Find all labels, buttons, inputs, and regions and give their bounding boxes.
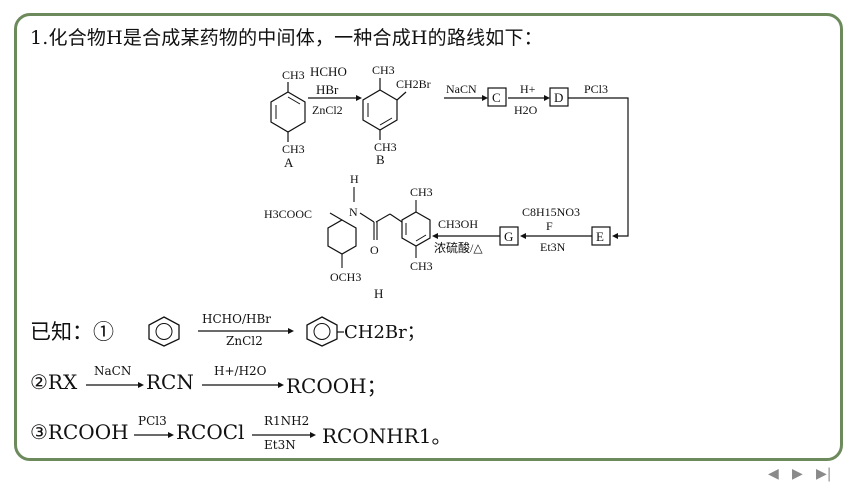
reagent-hcho: HCHO	[310, 64, 347, 79]
b-bottom-methyl: CH3	[374, 140, 397, 154]
chain-b-to-d: NaCN C H+ H2O D PCl3	[444, 82, 629, 239]
a-label: A	[284, 155, 294, 170]
h-ester-group: H3COOC	[264, 207, 312, 221]
h-carbonyl-oxygen: O	[370, 243, 379, 257]
a-bottom-methyl: CH3	[282, 142, 305, 156]
slide-navigation: ◀ ▶ ▶|	[768, 466, 838, 482]
box-d: D	[554, 90, 563, 105]
r3-reagent-2-top: R1NH2	[264, 414, 310, 428]
r1-arrow	[198, 328, 294, 334]
h-nh-hydrogen: H	[350, 172, 359, 186]
b-bromomethyl: CH2Br	[396, 77, 431, 91]
known-label: 已知：①	[30, 320, 114, 344]
r2-reactant: ②RX	[30, 370, 78, 394]
r3-reagent: PCl3	[138, 414, 167, 428]
reagent-acid-heat: 浓硫酸/△	[434, 240, 483, 255]
last-slide-button[interactable]: ▶|	[816, 466, 832, 482]
reagent-hbr: HBr	[316, 82, 339, 97]
box-g: G	[504, 229, 513, 244]
reagent-f-label: F	[546, 219, 553, 233]
r2-reagent-2: H+/H2O	[214, 364, 267, 378]
h-bottom-methyl: CH3	[410, 259, 433, 273]
r3-reagent-2-bottom: Et3N	[264, 438, 296, 452]
h-top-methyl: CH3	[410, 185, 433, 199]
r1-reagent-top: HCHO/HBr	[202, 312, 272, 326]
box-e: E	[596, 229, 604, 244]
r1-reagent-bottom: ZnCl2	[226, 334, 263, 348]
r2-reagent: NaCN	[94, 364, 132, 378]
known-reaction-3: ③RCOOH PCl3 RCOCl R1NH2 Et3N RCONHR1。	[30, 414, 630, 452]
known-reaction-1: 已知：① HCHO/HBr ZnCl2 CH2Br；	[30, 312, 590, 348]
reagent-pcl3: PCl3	[584, 82, 608, 96]
r2-product: RCOOH；	[286, 374, 387, 398]
reagent-f-formula: C8H15NO3	[522, 205, 580, 219]
benzyl-ring-icon	[306, 316, 344, 347]
compound-h: H H3COOC N OCH3 O CH3 CH3 H	[264, 172, 433, 301]
r3-reactant: ③RCOOH	[30, 420, 129, 444]
box-c: C	[492, 90, 501, 105]
a-top-methyl: CH3	[282, 68, 305, 82]
compound-b: CH3 CH2Br CH3 B	[362, 63, 431, 167]
question-frame	[14, 13, 843, 461]
r3-arrow-1	[134, 432, 174, 438]
compound-a: CH3 CH3 A	[270, 68, 306, 170]
b-top-methyl: CH3	[372, 63, 395, 77]
r2-middle: RCN	[146, 370, 194, 394]
benzene-icon	[148, 316, 180, 347]
reagents-a-to-b: HCHO HBr ZnCl2	[308, 64, 362, 117]
r1-product-group: CH2Br；	[344, 322, 425, 343]
h-nitrogen: N	[349, 205, 358, 219]
b-label: B	[376, 152, 385, 167]
h-methoxy: OCH3	[330, 270, 361, 284]
r2-arrow-2	[202, 382, 284, 388]
reagent-zncl2: ZnCl2	[312, 103, 343, 117]
previous-slide-button[interactable]: ◀	[768, 466, 779, 482]
r2-arrow-1	[86, 382, 144, 388]
question-title: 1.化合物H是合成某药物的中间体，一种合成H的路线如下：	[30, 27, 543, 49]
reagent-methanol: CH3OH	[438, 217, 478, 231]
r3-product: RCONHR1。	[322, 424, 452, 448]
chain-e-to-h: E C8H15NO3 F Et3N G CH3OH 浓硫酸/△	[432, 205, 611, 255]
known-reaction-2: ②RX NaCN RCN H+/H2O RCOOH；	[30, 364, 630, 398]
reagent-nacn: NaCN	[446, 82, 477, 96]
h-label: H	[374, 286, 383, 301]
reagent-water: H2O	[514, 103, 538, 117]
reagent-hplus: H+	[520, 82, 536, 96]
r3-middle: RCOCl	[176, 420, 245, 444]
reagent-et3n: Et3N	[540, 240, 566, 254]
next-slide-button[interactable]: ▶	[792, 466, 803, 482]
r3-arrow-2	[252, 432, 316, 438]
synthesis-scheme: CH3 CH3 A HCHO HBr ZnCl2 CH3 CH2Br CH3 B…	[264, 63, 629, 301]
